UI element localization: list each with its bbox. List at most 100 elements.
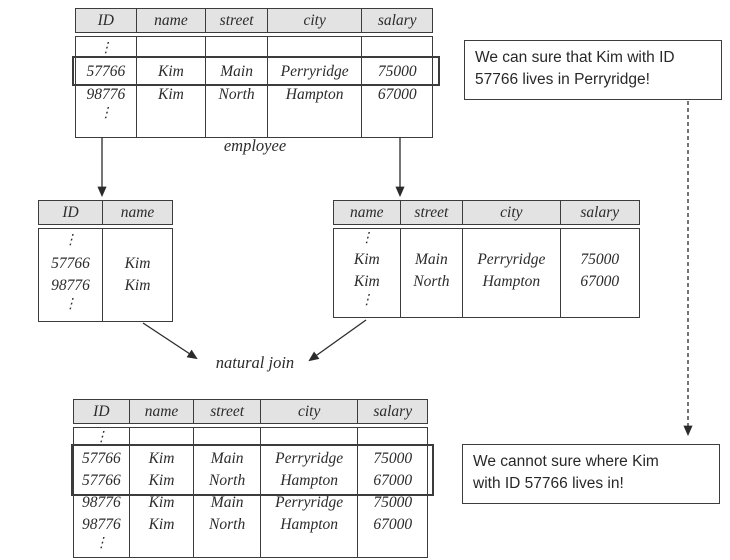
header-cell-name: name [128, 400, 194, 423]
data-cell: Kim [135, 60, 206, 83]
empty-cell [128, 536, 194, 557]
data-cell: North [205, 83, 267, 106]
data-cell: 67000 [361, 83, 432, 106]
header-cell-id: ID [97, 11, 114, 29]
join-result-table: ID name street city salary ⋮ 57766 Kim M… [73, 399, 428, 558]
dots-row: ⋮ [39, 297, 172, 321]
data-cell: Kim [128, 448, 194, 470]
empty-cell [361, 106, 432, 137]
data-cell: Kim [353, 273, 380, 291]
empty-cell [399, 293, 463, 317]
empty-cell [259, 536, 357, 557]
employee-table-header: ID name street city salary [75, 8, 433, 33]
header-cell-city: city [462, 201, 559, 224]
data-cell: Kim [128, 492, 194, 514]
empty-cell [128, 428, 194, 448]
data-cell: 98776 [81, 516, 121, 534]
empty-cell [462, 293, 559, 317]
empty-cell [399, 229, 463, 249]
table-row: 98776 Kim North Hampton 67000 [76, 83, 432, 106]
id-name-projection-table: ID name ⋮ 57766 Kim 98776 Kim ⋮ [38, 200, 173, 322]
dots-row: ⋮ [74, 428, 427, 448]
dots-row: ⋮ [76, 37, 432, 60]
table-row: Kim Main Perryridge 75000 [334, 249, 639, 271]
data-cell: Perryridge [266, 60, 361, 83]
empty-cell [193, 536, 260, 557]
empty-cell [135, 106, 206, 137]
empty-cell [102, 297, 172, 321]
header-cell-salary: salary [357, 400, 427, 423]
data-cell: 67000 [357, 470, 427, 492]
data-cell: 75000 [357, 492, 427, 514]
empty-cell [559, 293, 639, 317]
table-row: 57766 Kim North Hampton 67000 [74, 470, 427, 492]
employee-table-body: ⋮ 57766 Kim Main Perryridge 75000 98776 … [75, 36, 433, 138]
natural-join-label: natural join [215, 353, 295, 372]
table-row: 57766 Kim Main Perryridge 75000 [74, 448, 427, 470]
dots-cell: ⋮ [98, 106, 113, 121]
data-cell: North [193, 514, 260, 536]
header-cell-name: name [349, 203, 384, 221]
empty-cell [205, 37, 267, 60]
data-cell: Kim [102, 275, 172, 297]
data-cell: Hampton [266, 83, 361, 106]
data-cell: 75000 [357, 448, 427, 470]
data-cell: Main [399, 249, 463, 271]
id-name-table-body: ⋮ 57766 Kim 98776 Kim ⋮ [38, 228, 173, 322]
dots-row: ⋮ [39, 229, 172, 253]
name-street-city-salary-projection-table: name street city salary ⋮ Kim Main Perry… [333, 200, 640, 318]
header-cell-id: ID [62, 203, 79, 221]
data-cell: Perryridge [259, 492, 357, 514]
data-cell: Kim [353, 251, 380, 269]
table-row: 57766 Kim [39, 253, 172, 275]
header-cell-street: street [193, 400, 260, 423]
data-cell: 57766 [81, 472, 121, 490]
employee-table-label: employee [223, 136, 287, 155]
data-cell: Kim [128, 470, 194, 492]
data-cell: Kim [102, 253, 172, 275]
header-cell-street: street [205, 9, 267, 32]
data-cell: 67000 [559, 271, 639, 293]
dots-row: ⋮ [76, 106, 432, 137]
data-cell: North [193, 470, 260, 492]
data-cell: North [399, 271, 463, 293]
header-cell-city: city [266, 9, 361, 32]
data-cell: Main [193, 492, 260, 514]
empty-cell [266, 37, 361, 60]
empty-cell [135, 37, 206, 60]
header-cell-street: street [399, 201, 463, 224]
header-cell-id: ID [93, 402, 110, 420]
empty-cell [266, 106, 361, 137]
dots-cell: ⋮ [94, 430, 109, 445]
data-cell: 57766 [51, 255, 90, 273]
data-cell: 75000 [361, 60, 432, 83]
data-cell: Main [193, 448, 260, 470]
header-cell-name: name [102, 201, 172, 224]
empty-cell [205, 106, 267, 137]
dots-cell: ⋮ [63, 297, 78, 312]
data-cell: 98776 [51, 277, 90, 295]
data-cell: Perryridge [462, 249, 559, 271]
dots-row: ⋮ [334, 229, 639, 249]
empty-cell [357, 536, 427, 557]
data-cell: 67000 [357, 514, 427, 536]
header-cell-salary: salary [361, 9, 432, 32]
dots-cell: ⋮ [359, 293, 374, 308]
callout-can-sure: We can sure that Kim with ID 57766 lives… [464, 40, 722, 100]
dots-row: ⋮ [74, 536, 427, 557]
data-cell: Hampton [462, 271, 559, 293]
data-cell: Perryridge [259, 448, 357, 470]
table-row: 57766 Kim Main Perryridge 75000 [76, 60, 432, 83]
header-cell-city: city [259, 400, 357, 423]
table-row: Kim North Hampton 67000 [334, 271, 639, 293]
header-cell-name: name [135, 9, 206, 32]
join-table-header: ID name street city salary [73, 399, 428, 424]
dots-cell: ⋮ [94, 536, 109, 551]
empty-cell [357, 428, 427, 448]
join-table-body: ⋮ 57766 Kim Main Perryridge 75000 57766 … [73, 427, 428, 558]
data-cell: 98776 [86, 85, 126, 103]
empty-cell [102, 229, 172, 253]
empty-cell [462, 229, 559, 249]
data-cell: 75000 [559, 249, 639, 271]
